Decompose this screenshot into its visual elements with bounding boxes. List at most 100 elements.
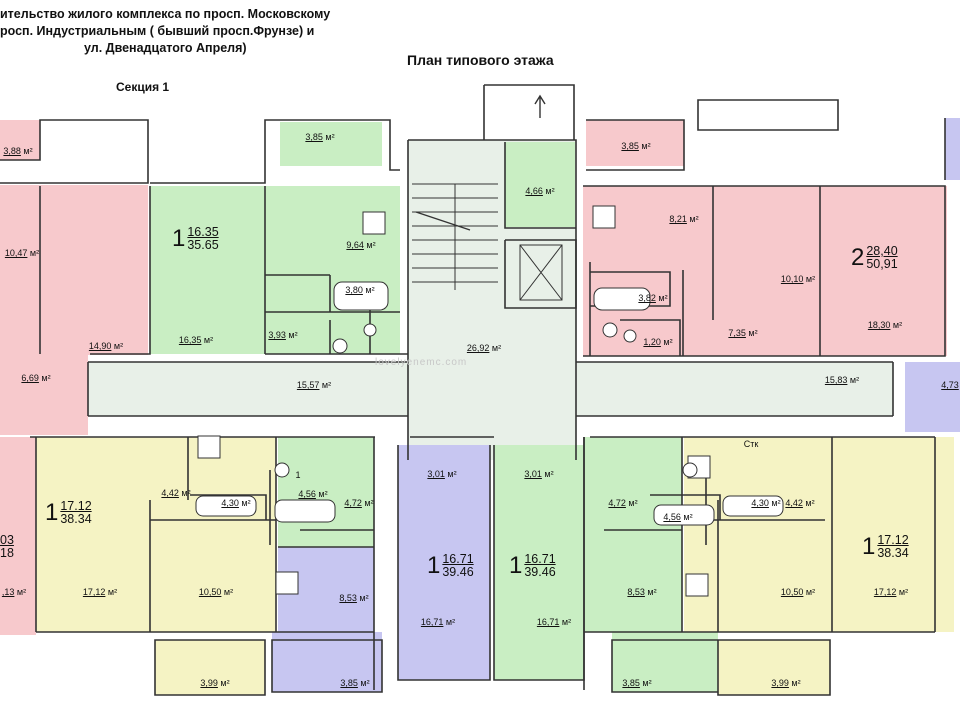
area-label: 8,53 м² [339, 593, 369, 603]
area-label: 3,01 м² [524, 469, 554, 479]
area-label: 8,21 м² [669, 214, 699, 224]
room-fill [272, 632, 382, 692]
area-label: 16,35 м² [178, 335, 214, 345]
room-fill [905, 362, 960, 432]
wall [190, 437, 375, 690]
area-label: 3,01 м² [427, 469, 457, 479]
area-label: 4,66 м² [525, 186, 555, 196]
room-fill [280, 122, 382, 166]
room-fill [36, 437, 276, 632]
area-label: 4,72 м² [344, 498, 374, 508]
room-fill [718, 640, 830, 695]
area-label: 4,56 м² [663, 512, 693, 522]
area-label: ,13 м² [1, 587, 27, 597]
room-fill [584, 437, 682, 632]
area-label: 4,30 м² [221, 498, 251, 508]
area-label: 3,80 м² [345, 285, 375, 295]
area-label: 3,85 м² [621, 141, 651, 151]
wall [684, 437, 833, 632]
area-label: 4,42 м² [785, 498, 815, 508]
wall [265, 274, 400, 313]
title-line-2: росп. Индустриальным ( бывший просп.Фрун… [0, 24, 315, 38]
wall [611, 639, 831, 696]
area-label: 3,88 м² [3, 146, 33, 156]
area-label: 18,30 м² [867, 320, 903, 330]
room-fill [398, 445, 490, 680]
area-label: 4,72 м² [608, 498, 638, 508]
stair [412, 183, 498, 290]
wall [87, 362, 894, 416]
area-label: 3,99 м² [771, 678, 801, 688]
plan-title: План типового этажа [407, 52, 554, 68]
room-fill [155, 640, 265, 695]
area-label: 1,20 м² [643, 337, 673, 347]
area-label: 8,53 м² [627, 587, 657, 597]
area-label: 3,99 м² [200, 678, 230, 688]
area-label: 15,57 м² [296, 380, 332, 390]
room-fill [612, 632, 718, 692]
fixtures [195, 205, 784, 597]
area-label: 10,47 м² [4, 248, 40, 258]
area-label: 17,12 м² [873, 587, 909, 597]
wall [483, 84, 575, 140]
riser-tag: 1 [295, 470, 301, 480]
wall [504, 142, 577, 309]
area-label: 3,85 м² [340, 678, 370, 688]
wall [586, 119, 685, 171]
area-label: 6,69 м² [21, 373, 51, 383]
room-fill [684, 437, 954, 632]
area-label: 15,83 м² [824, 375, 860, 385]
wall [36, 437, 936, 633]
room-fill [150, 186, 400, 354]
area-label: 16,71 м² [420, 617, 456, 627]
wall [154, 639, 383, 696]
area-label: 7,35 м² [728, 328, 758, 338]
walls [0, 84, 946, 696]
room-fill [0, 185, 148, 355]
area-label: 3,93 м² [268, 330, 298, 340]
area-label: 26,92 м² [466, 343, 502, 353]
area-label: 16,71 м² [536, 617, 572, 627]
room-fill [945, 118, 960, 180]
area-label: 17,12 м² [82, 587, 118, 597]
room-fills [0, 118, 960, 695]
room-fill [0, 355, 88, 435]
room-fill [494, 445, 584, 680]
room-fill [0, 437, 36, 635]
room-fill [583, 186, 947, 356]
area-label: 10,10 м² [780, 274, 816, 284]
room-fill [0, 120, 40, 160]
area-label: 3,85 м² [305, 132, 335, 142]
area-label: 10,50 м² [198, 587, 234, 597]
area-label: 3,85 м² [622, 678, 652, 688]
wall [397, 445, 491, 681]
wall [589, 186, 821, 356]
wall [583, 437, 721, 690]
wall [150, 119, 400, 184]
elevator [519, 244, 563, 301]
area-label: 4,30 м² [751, 498, 781, 508]
area-label: 4,42 м² [161, 488, 191, 498]
title-line-3: ул. Двенадцатого Апреля) [84, 41, 247, 55]
area-label: 4,73 [941, 380, 959, 390]
room-fill [586, 120, 684, 166]
wall [88, 361, 893, 417]
room-fill [278, 437, 374, 547]
area-label: 14,90 м² [88, 341, 124, 351]
wall [35, 437, 277, 632]
area-label: 9,64 м² [346, 240, 376, 250]
arrow [534, 94, 546, 118]
watermark: lovelyenemc.com [375, 357, 468, 368]
wall [407, 139, 577, 460]
wall [0, 119, 149, 184]
area-label: 4,56 м² [298, 489, 328, 499]
section-label: Секция 1 [116, 80, 170, 94]
title-line-1: ительство жилого комплекса по просп. Мос… [0, 7, 331, 21]
common-fill [88, 362, 893, 416]
